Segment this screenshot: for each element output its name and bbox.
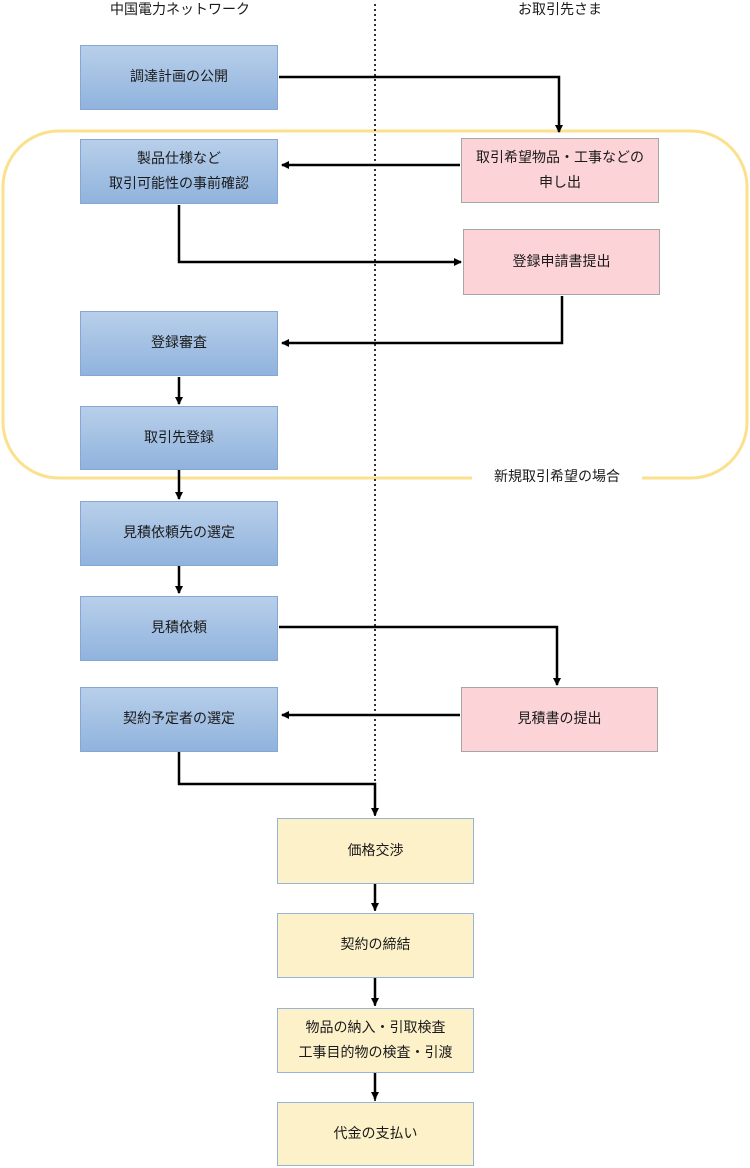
- step-supplier-registration-text: 取引先登録: [144, 429, 214, 446]
- step-registration-submit: 登録申請書提出: [463, 229, 660, 295]
- step-payment: 代金の支払い: [277, 1102, 474, 1166]
- step-publish-plan-text: 調達計画の公開: [130, 69, 228, 85]
- step-quote-request-text: 見積依頼: [151, 620, 207, 636]
- step-payment-text: 代金の支払い: [333, 1125, 418, 1142]
- step-contract: 契約の締結: [277, 913, 474, 978]
- step-registration-submit-text: 登録申請書提出: [512, 253, 611, 270]
- arrow-publish-to-offer: [279, 75, 563, 133]
- step-price-negotiation-text: 価格交渉: [347, 842, 404, 859]
- step-prior-check-line-2: 取引可能性の事前確認: [109, 175, 249, 192]
- step-price-negotiation: 価格交渉: [277, 818, 474, 884]
- step-offer-line-2: 申し出: [539, 174, 581, 191]
- step-select-quote-targets-text: 見積依頼先の選定: [123, 525, 235, 541]
- step-quote-submit: 見積書の提出: [461, 687, 658, 752]
- step-delivery-inspection-line-2: 工事目的物の検査・引渡: [298, 1044, 453, 1061]
- step-registration-review: 登録審査: [80, 311, 278, 376]
- step-delivery-inspection: 物品の納入・引取検査 工事目的物の検査・引渡: [277, 1008, 474, 1073]
- step-publish-plan: 調達計画の公開: [80, 45, 278, 110]
- arrow-contractor-to-negotiation: [177, 752, 379, 816]
- step-offer-line-1: 取引希望物品・工事などの: [476, 149, 644, 166]
- step-supplier-registration: 取引先登録: [80, 406, 278, 470]
- step-delivery-inspection-line-1: 物品の納入・引取検査: [305, 1019, 446, 1036]
- company-lane-header: 中国電力ネットワーク: [110, 2, 250, 18]
- step-contract-text: 契約の締結: [340, 937, 411, 953]
- step-registration-review-text: 登録審査: [151, 335, 207, 351]
- step-select-contractor: 契約予定者の選定: [80, 687, 278, 752]
- partner-lane-header: お取引先さま: [518, 2, 602, 18]
- step-offer: 取引希望物品・工事などの 申し出: [461, 138, 659, 203]
- new-partner-zone-label: 新規取引希望の場合: [472, 466, 642, 488]
- step-select-quote-targets: 見積依頼先の選定: [80, 501, 278, 566]
- step-prior-check: 製品仕様など 取引可能性の事前確認: [80, 139, 278, 204]
- arrow-request-to-quote: [279, 625, 561, 686]
- step-prior-check-line-1: 製品仕様など: [137, 150, 221, 167]
- arrow-submit-to-review: [281, 296, 564, 347]
- step-select-contractor-text: 契約予定者の選定: [123, 711, 235, 727]
- arrow-check-to-submit: [177, 205, 462, 266]
- step-quote-submit-text: 見積書の提出: [517, 711, 602, 727]
- step-quote-request: 見積依頼: [80, 596, 278, 661]
